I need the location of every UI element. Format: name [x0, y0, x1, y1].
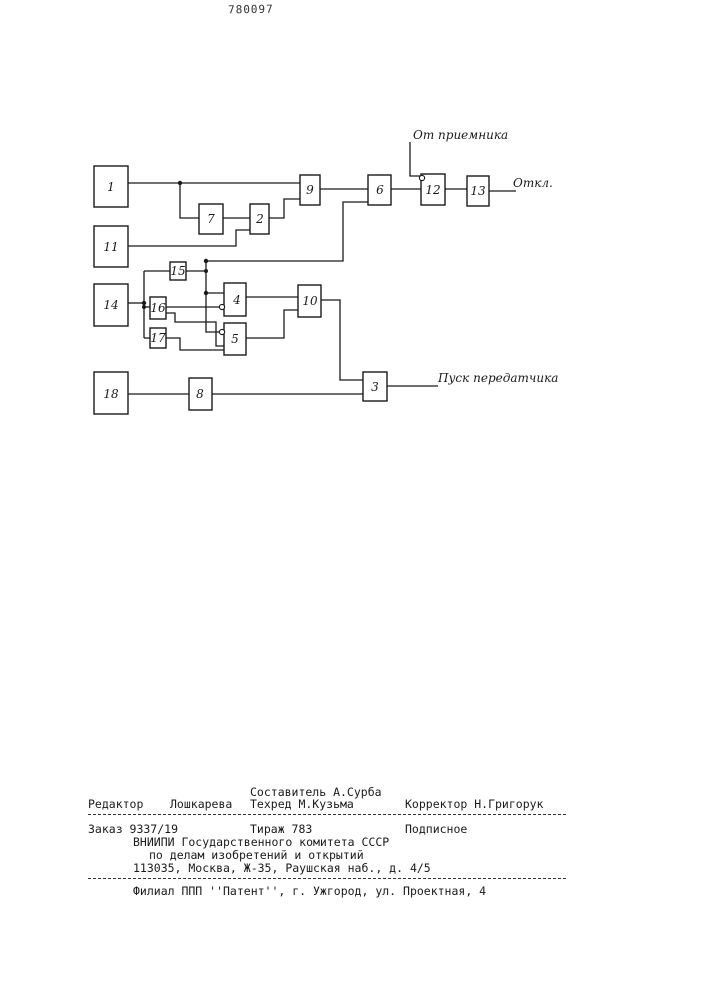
wire-node-6: [206, 202, 368, 261]
junction-dot: [204, 259, 208, 263]
block-label: 2: [255, 212, 264, 226]
subscription-line: Подписное: [405, 822, 467, 836]
blocks: [94, 166, 489, 414]
block-label: 16: [150, 301, 166, 315]
signal-off: Откл.: [513, 176, 553, 190]
branch-line: Филиал ППП ''Патент'', г. Ужгород, ул. П…: [133, 884, 486, 898]
block-label: 14: [103, 298, 118, 312]
wire-1-7: [180, 183, 199, 218]
techred-line: Техред М.Кузьма: [250, 797, 354, 811]
wire-17-5: [166, 338, 224, 350]
block-label: 18: [103, 387, 119, 401]
block-label: 13: [470, 184, 486, 198]
block-label: 1: [107, 180, 115, 194]
order-line: Заказ 9337/19: [88, 822, 178, 836]
signal-from-receiver: От приемника: [413, 128, 508, 142]
editor-label: Редактор: [88, 797, 143, 811]
junction-dot: [142, 305, 146, 309]
junction-dot: [178, 181, 182, 185]
inverting-input-marker: [419, 175, 424, 180]
divider: [88, 878, 566, 879]
circulation-line: Тираж 783: [250, 822, 312, 836]
block-labels: 1 2 3 4 5 6 7 8 9 10 11 12 13 14 15 16 1…: [103, 180, 486, 401]
block-label: 10: [302, 294, 318, 308]
block-label: 8: [196, 387, 204, 401]
org-line-1: ВНИИПИ Государственного комитета СССР: [133, 835, 389, 849]
block-label: 7: [207, 212, 215, 226]
block-label: 3: [371, 380, 379, 394]
wire-10-3: [321, 300, 363, 380]
block-label: 17: [150, 331, 166, 345]
block-label: 5: [231, 332, 239, 346]
divider: [88, 814, 566, 815]
block-label: 11: [103, 240, 118, 254]
block-label: 15: [170, 264, 185, 278]
editor-name: Лошкарева: [170, 797, 232, 811]
junction-dot: [142, 301, 146, 305]
address-line: 113035, Москва, Ж-35, Раушская наб., д. …: [133, 861, 431, 875]
corrector-line: Корректор Н.Григорук: [405, 797, 543, 811]
signal-transmitter-start: Пуск передатчика: [437, 371, 558, 385]
wire-16-5: [166, 313, 224, 346]
inversion-markers: [219, 175, 424, 334]
inverting-input-marker: [219, 329, 224, 334]
junction-dot: [204, 269, 208, 273]
block-label: 4: [232, 293, 241, 307]
block-label: 9: [306, 183, 314, 197]
junction-dot: [204, 291, 208, 295]
inverting-input-marker: [219, 304, 224, 309]
block-label: 6: [376, 183, 384, 197]
wire-receiver-12: [410, 142, 420, 176]
wire-2-9: [269, 199, 300, 218]
org-line-2: по делам изобретений и открытий: [149, 848, 364, 862]
wire-11-2: [128, 230, 250, 246]
junctions: [142, 181, 208, 309]
wire-5-10: [246, 310, 298, 338]
block-label: 12: [425, 183, 440, 197]
